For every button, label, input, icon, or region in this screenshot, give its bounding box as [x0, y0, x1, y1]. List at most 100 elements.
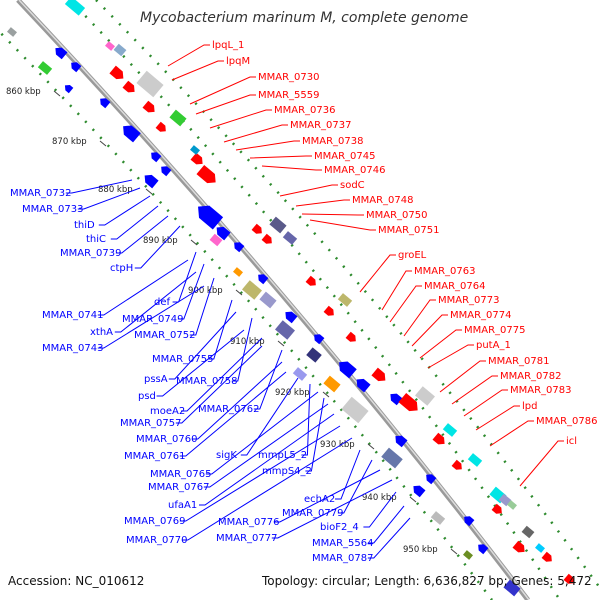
- forward-gene-leader: [309, 219, 376, 231]
- forward-gene-label: MMAR_0736: [274, 105, 336, 116]
- kbp-tick-mark: [277, 340, 285, 347]
- forward-gene-label: putA_1: [476, 340, 511, 351]
- kbp-tick-mark: [99, 140, 107, 147]
- gene-block-20-rect: [341, 396, 369, 424]
- gene-block-19: [323, 375, 341, 393]
- gene-block-1-rect: [64, 0, 86, 16]
- gene-block-17-rect: [306, 347, 322, 363]
- reverse-gene-label: MMAR_0743: [42, 343, 104, 354]
- gene-block-15-rect: [275, 320, 295, 340]
- forward-gene-label: lpqM: [226, 56, 250, 67]
- forward-gene-label: MMAR_0751: [378, 225, 440, 236]
- gene-block-14-rect: [259, 291, 277, 309]
- reverse-gene-label: MMAR_0787: [312, 553, 374, 564]
- forward-gene-arrow-1-shape: [109, 65, 124, 80]
- gene-block-22: [415, 386, 435, 406]
- guide-line-outer-1: [69, 0, 562, 601]
- guide-line-inner: [0, 30, 493, 601]
- reverse-gene-label: mmpS4_2: [262, 466, 312, 477]
- forward-gene-leader: [223, 124, 288, 143]
- gene-block-32: [503, 579, 521, 597]
- reverse-gene-label: MMAR_0733: [22, 204, 84, 215]
- forward-gene-arrow-11: [345, 331, 356, 342]
- forward-gene-arrow-4: [155, 121, 166, 132]
- reverse-gene-label: xthA: [90, 327, 113, 338]
- forward-gene-arrow-3: [142, 100, 155, 113]
- forward-gene-leader: [403, 299, 436, 337]
- gene-block-11: [209, 233, 223, 247]
- forward-gene-leader: [475, 405, 520, 431]
- forward-gene-arrow-15: [451, 459, 462, 470]
- forward-gene-arrow-16: [491, 503, 502, 514]
- gene-block-18: [292, 367, 308, 381]
- reverse-gene-arrow-17: [390, 393, 403, 406]
- guide-line-outer-2: [95, 0, 600, 589]
- reverse-gene-arrow-1: [55, 47, 68, 60]
- reverse-gene-arrow-12-shape: [258, 274, 269, 285]
- forward-gene-arrow-18-shape: [541, 551, 552, 562]
- reverse-gene-leader: [305, 397, 325, 472]
- kbp-tick-label: 910 kbp: [230, 337, 265, 347]
- gene-block-23: [442, 423, 458, 437]
- kbp-tick-mark: [235, 289, 243, 296]
- forward-gene-arrow-13-shape: [398, 392, 418, 412]
- forward-gene-arrow-5: [190, 152, 203, 165]
- reverse-gene-arrow-9-shape: [198, 205, 224, 230]
- gene-block-29-rect: [463, 550, 473, 560]
- forward-gene-arrow-19-shape: [563, 573, 574, 584]
- reverse-gene-arrow-9: [198, 205, 224, 230]
- reverse-gene-leader: [363, 491, 397, 528]
- gene-block-4-rect: [113, 43, 127, 57]
- reverse-gene-leader: [207, 299, 233, 360]
- forward-gene-arrow-3-shape: [142, 100, 155, 113]
- gene-block-10-rect: [282, 231, 298, 245]
- forward-gene-leader: [419, 329, 462, 359]
- forward-gene-label: MMAR_0775: [464, 325, 526, 336]
- reverse-gene-arrow-18-shape: [395, 435, 408, 448]
- reverse-gene-label: pssA: [144, 374, 168, 385]
- forward-gene-arrow-5-shape: [190, 152, 203, 165]
- reverse-gene-arrow-6-shape: [151, 152, 162, 163]
- forward-gene-arrow-18: [541, 551, 552, 562]
- forward-gene-arrow-12: [371, 367, 386, 382]
- reverse-gene-label: MMAR_0770: [126, 535, 188, 546]
- gene-block-27: [498, 493, 512, 507]
- forward-gene-label: MMAR_0745: [314, 151, 376, 162]
- gene-block-9-rect: [269, 216, 287, 234]
- forward-gene-leader: [389, 285, 422, 323]
- reverse-gene-label: psd: [138, 391, 156, 402]
- gene-block-4: [113, 43, 127, 57]
- reverse-gene-leader: [203, 403, 329, 488]
- gene-block-7: [169, 109, 187, 127]
- forward-gene-leader: [261, 165, 322, 171]
- reverse-gene-label: moeA2: [150, 406, 185, 417]
- kbp-tick-label: 930 kbp: [320, 440, 355, 450]
- kbp-tick-mark: [367, 443, 375, 450]
- forward-gene-arrow-15-shape: [451, 459, 462, 470]
- kbp-tick-mark: [322, 391, 330, 398]
- reverse-gene-arrow-4-shape: [100, 98, 111, 109]
- reverse-gene-arrow-6: [151, 152, 162, 163]
- reverse-gene-label: MMAR_0758: [176, 376, 238, 387]
- forward-gene-leader: [195, 94, 256, 115]
- reverse-gene-label: MMAR_0761: [124, 451, 186, 462]
- forward-gene-arrow-9: [305, 275, 316, 286]
- reverse-gene-leader: [181, 437, 353, 541]
- gene-block-23-rect: [442, 423, 458, 437]
- gene-block-25: [430, 511, 446, 525]
- gene-block-32-rect: [503, 579, 521, 597]
- forward-gene-label: MMAR_0763: [414, 266, 476, 277]
- reverse-gene-arrow-1-shape: [55, 47, 68, 60]
- reverse-gene-leader: [114, 271, 197, 333]
- gene-block-31: [535, 543, 545, 553]
- forward-gene-leader: [279, 184, 338, 197]
- reverse-gene-leader: [191, 361, 283, 440]
- reverse-gene-leader: [301, 383, 311, 456]
- forward-gene-leader: [171, 60, 224, 81]
- forward-gene-label: MMAR_0774: [450, 310, 512, 321]
- forward-gene-arrow-9-shape: [305, 275, 316, 286]
- forward-gene-arrow-4-shape: [155, 121, 166, 132]
- gene-block-24: [467, 453, 483, 467]
- kbp-tick-label: 870 kbp: [52, 137, 87, 147]
